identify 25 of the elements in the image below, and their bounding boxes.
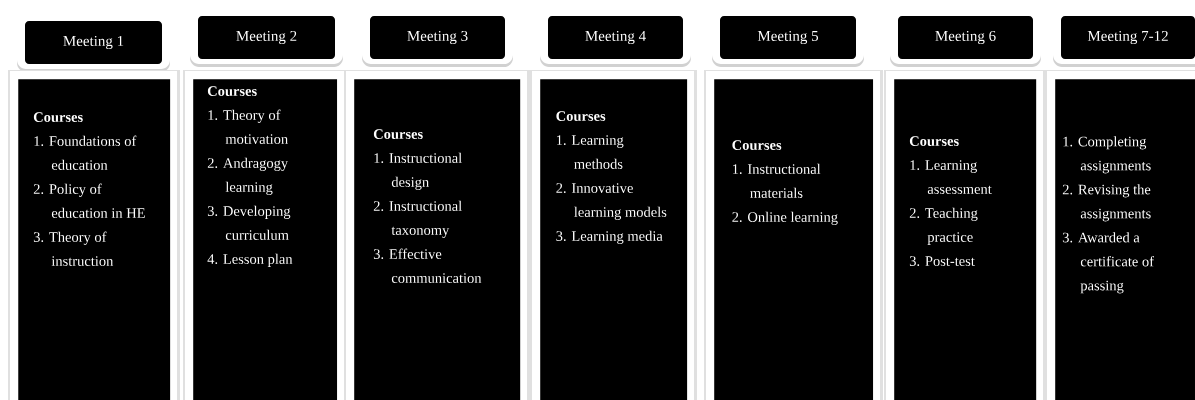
node-label: 2. Innovative learning models: [556, 183, 667, 220]
course-panel: Courses 1. Foundations of education 2. Policy of education in HE 3. Theory of instruction: [8, 70, 180, 400]
node-label: 1. Learning assessment: [910, 160, 992, 194]
node-label: 3. Post-test: [909, 256, 975, 267]
meeting-header: Meeting 6: [890, 6, 1041, 67]
node-label: 2. Online learning: [732, 211, 838, 225]
node-label: Courses: [556, 111, 606, 121]
node-label: Courses: [909, 136, 959, 146]
meeting-header: Meeting 1: [17, 11, 170, 72]
node-label: 1. Instructional materials: [732, 163, 821, 198]
course-panel: Courses 1. Instructional design 2. Instructional taxonomy 3. Effective communication: [344, 70, 530, 400]
course-panel: Courses 1. Learning assessment 2. Teaching practice 3. Post-test: [884, 70, 1046, 400]
meeting-header: Meeting 5: [712, 6, 864, 67]
node-label: 1. Learning methods: [556, 135, 624, 169]
node-label: 2. Teaching practice: [909, 207, 978, 245]
node-label: Courses: [732, 140, 782, 150]
meeting-header: Meeting 4: [540, 6, 691, 67]
meeting-header: Meeting 7-12: [1053, 6, 1195, 67]
course-panel: Courses 1. Learning methods 2. Innovative learning models 3. Learning media: [530, 70, 697, 400]
course-panel: 1. Completing assignments 2. Revising the assignments 3. Awarded a certificate of passing: [1045, 70, 1195, 400]
course-panel: Courses 1. Theory of motivation 2. Andragogy learning 3. Developing curriculum 4. Lesson plan: [183, 70, 347, 400]
node-label: 3. Learning media: [556, 230, 663, 244]
meeting-header: Meeting 2: [190, 6, 343, 67]
course-panel: Courses 1. Instructional materials 2. Online learning: [704, 70, 883, 400]
meeting-header: Meeting 3: [362, 6, 513, 67]
